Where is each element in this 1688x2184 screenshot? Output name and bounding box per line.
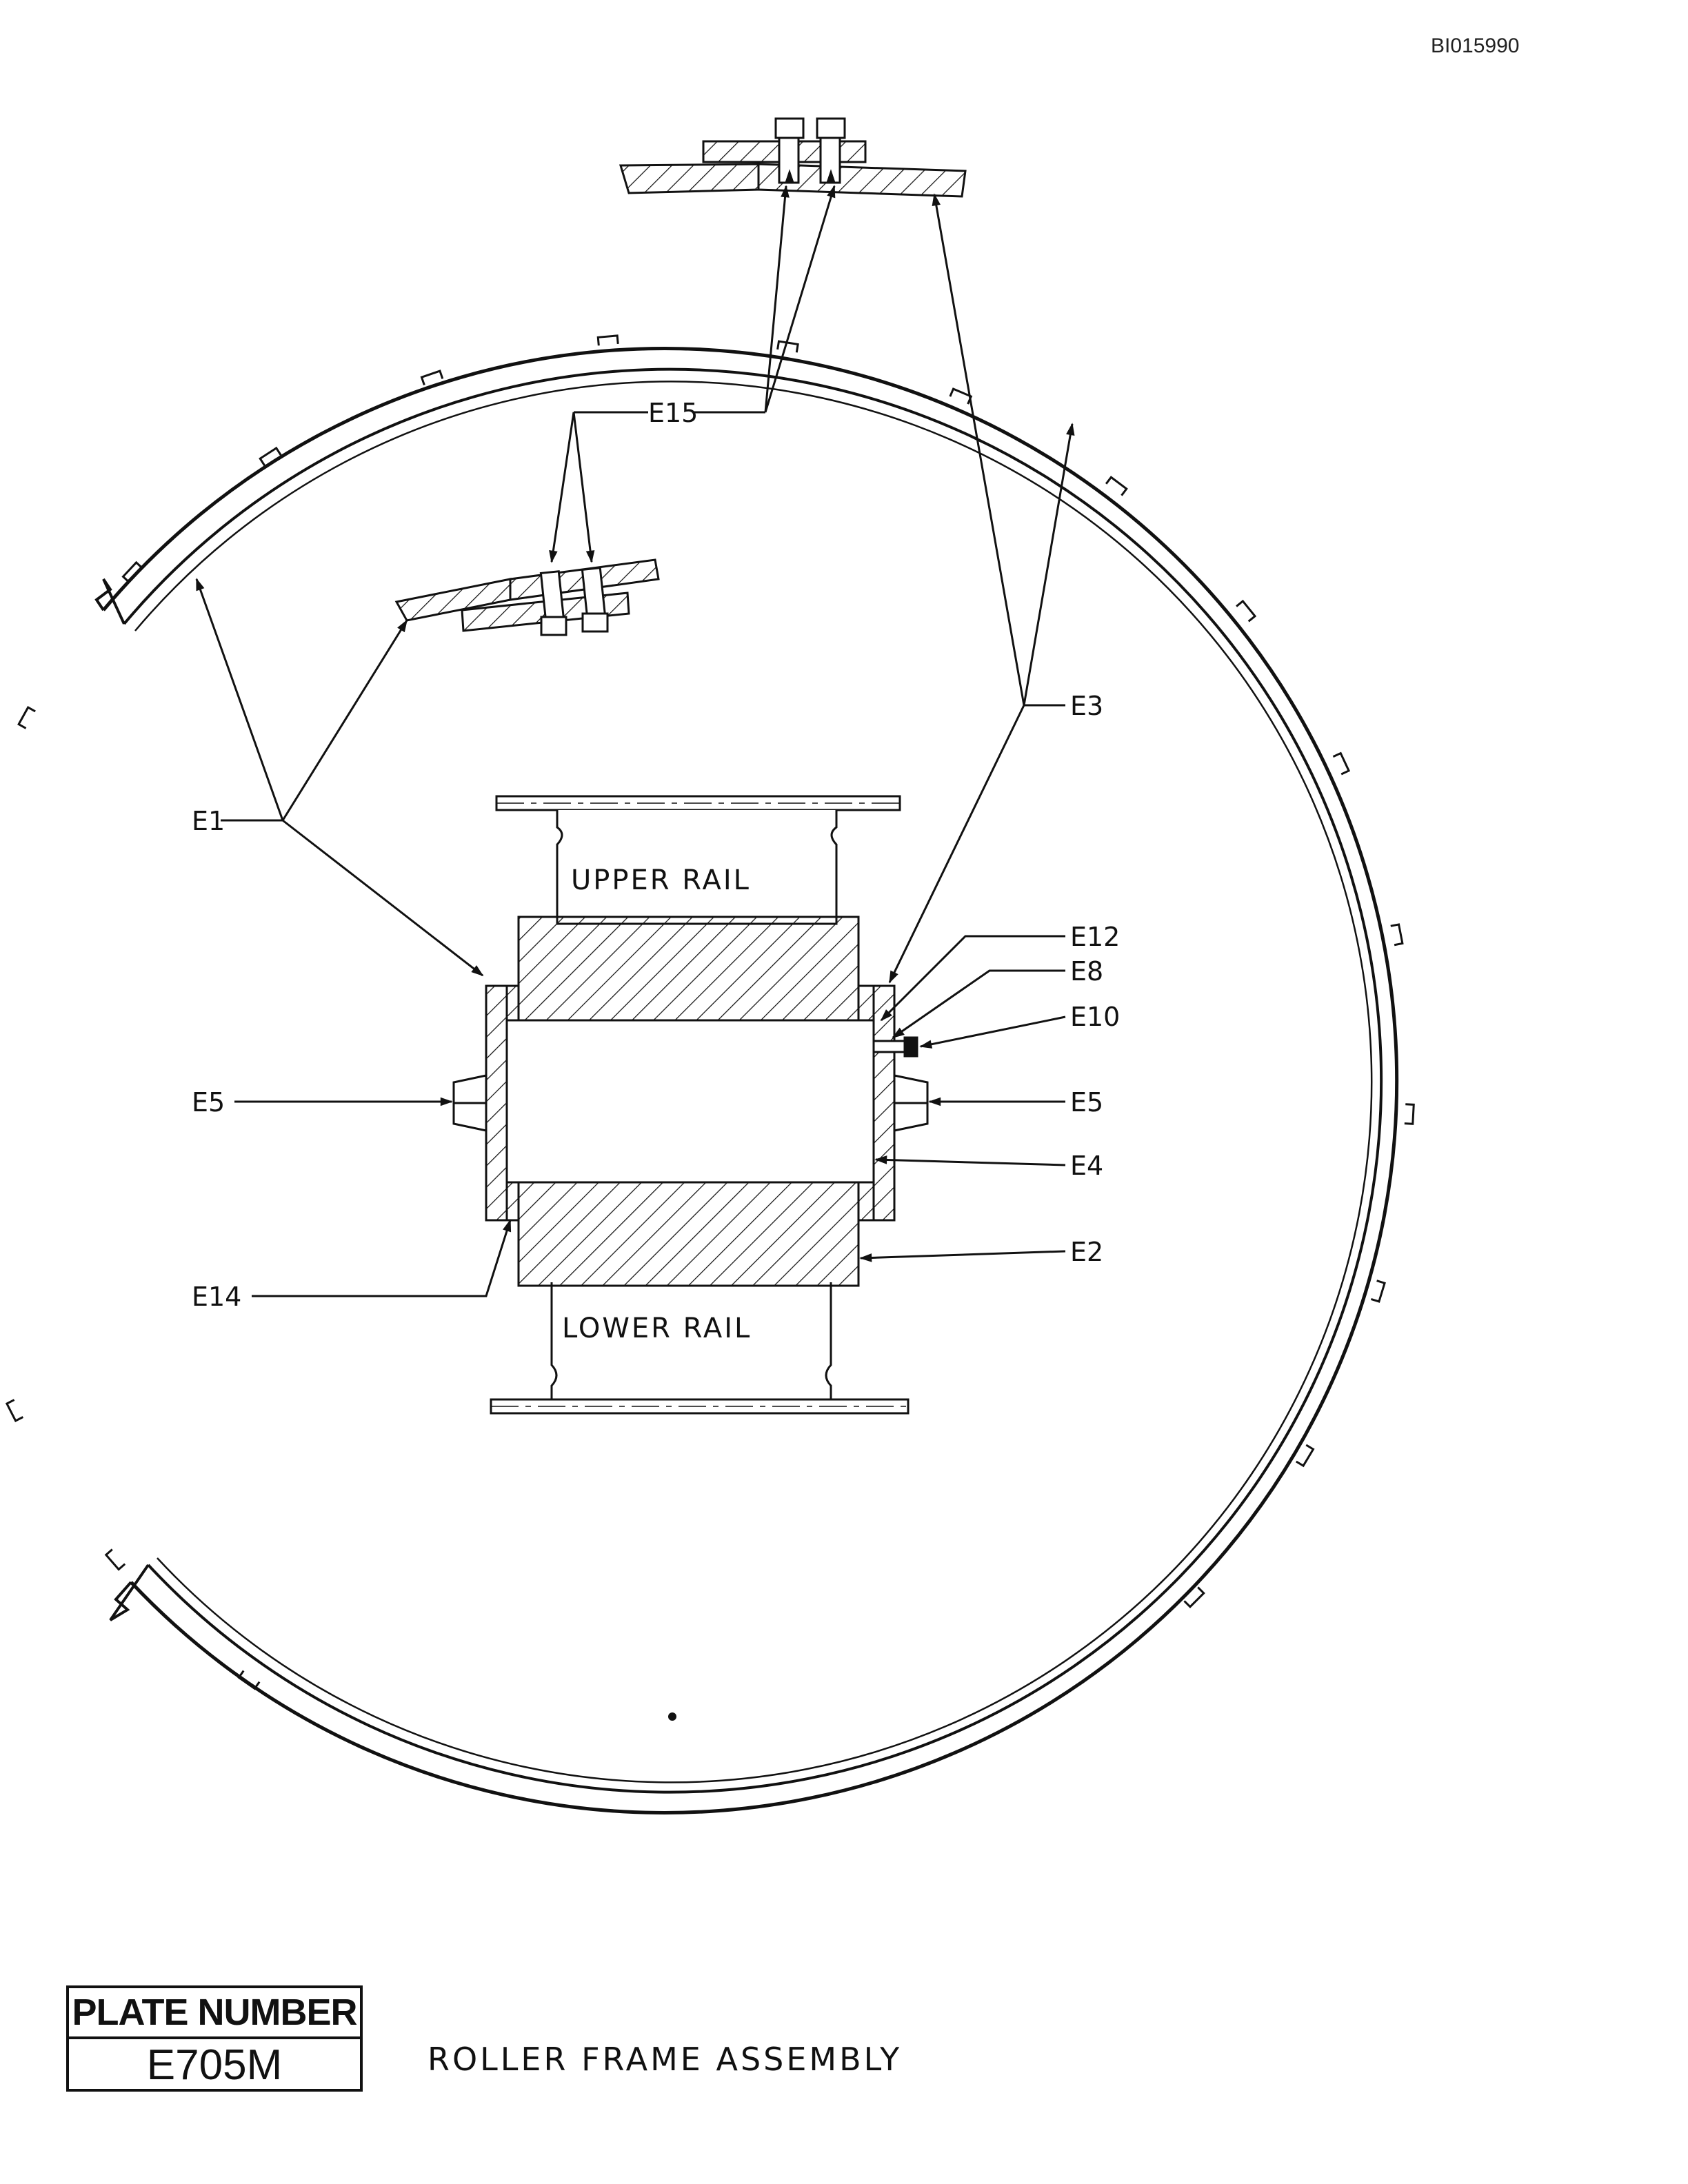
ring-clip	[121, 560, 143, 583]
ring-clip	[1183, 1586, 1205, 1608]
upper-splice-detail	[619, 117, 967, 198]
ring-clip	[420, 370, 444, 386]
ring-clips	[5, 334, 1415, 1690]
ring-clip	[1390, 923, 1404, 947]
ring-clip	[237, 1670, 261, 1690]
label-upper-rail: UPPER RAIL	[571, 865, 751, 896]
center-dot	[668, 1712, 676, 1721]
label-e12: E12	[1070, 922, 1120, 952]
label-e4: E4	[1070, 1151, 1103, 1181]
ring-clip	[596, 334, 619, 346]
ring-clip	[259, 446, 282, 467]
lower-splice-detail	[394, 558, 660, 636]
ring-clip	[1404, 1103, 1415, 1125]
roller-frame-ring	[94, 346, 1399, 1814]
drawing-caption: ROLLER FRAME ASSEMBLY	[428, 2041, 903, 2078]
ring-clip	[1332, 751, 1351, 776]
ring-clip	[104, 1548, 126, 1571]
roller-assembly	[452, 795, 929, 1415]
label-e5-left: E5	[192, 1087, 225, 1118]
ring-clip	[5, 1399, 24, 1422]
ring-clip	[1236, 599, 1257, 623]
ring-clip	[1105, 476, 1128, 496]
label-lower-rail: LOWER RAIL	[562, 1313, 752, 1344]
ring-clip	[1296, 1444, 1315, 1468]
label-e8: E8	[1070, 956, 1103, 987]
plate-number-heading: PLATE NUMBER	[69, 1988, 360, 2039]
label-e3: E3	[1070, 691, 1103, 721]
label-e1: E1	[192, 806, 225, 836]
ring-clip	[776, 340, 799, 353]
leader-lines	[195, 185, 1075, 1297]
label-e5-right: E5	[1070, 1087, 1103, 1118]
ring-clip	[17, 706, 36, 729]
plate-number-value: E705M	[146, 2041, 283, 2089]
label-e10: E10	[1070, 1002, 1120, 1032]
ring-clip	[1370, 1280, 1386, 1303]
label-e15: E15	[648, 398, 698, 428]
label-e14: E14	[192, 1282, 241, 1312]
callout-labels: E15 E1 E3 E12 E8 E10 E5 E5 E4 E2 E14 UPP…	[192, 398, 1120, 1344]
label-e2: E2	[1070, 1237, 1103, 1267]
plate-number-box: PLATE NUMBER E705M	[66, 1985, 363, 2092]
document-id: BI015990	[1431, 34, 1520, 57]
